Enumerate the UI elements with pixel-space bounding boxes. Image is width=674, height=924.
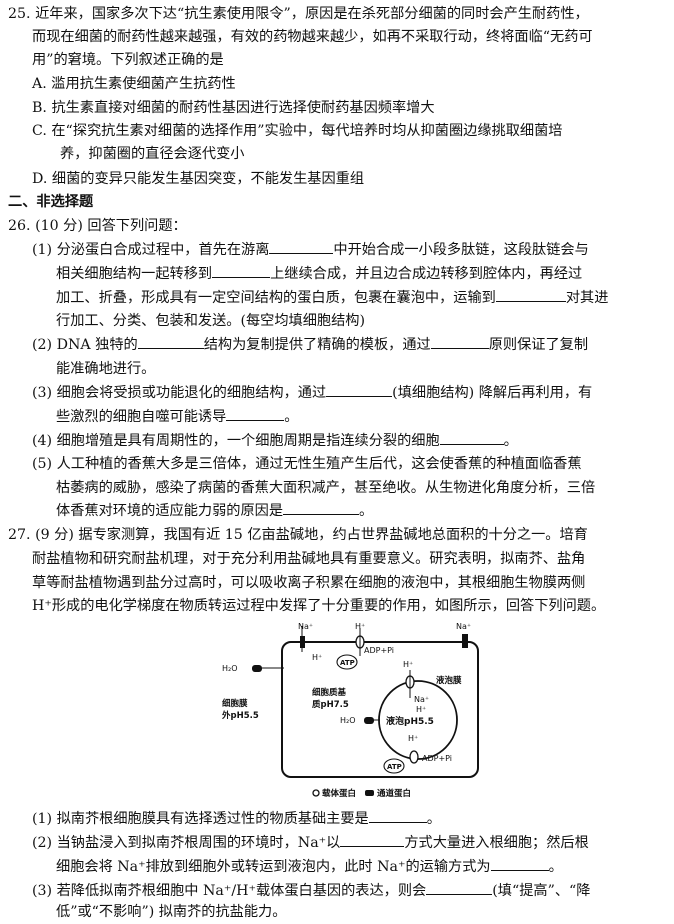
atp-icon [336,654,358,670]
answer-blank[interactable] [226,407,285,421]
channel-protein-icon [364,717,374,724]
label-na-top-right: Na⁺ [456,622,471,631]
q26-part5-line-2: 枯萎病的威胁，感染了病菌的香蕉大面积减产，甚至绝收。从生物进化角度分析，三倍 [56,480,596,496]
channel-protein-icon [252,665,262,672]
cytoplasm-label-1: 细胞质基 [312,687,347,698]
q26-part3-line-1: (3) 细胞会将受损或功能退化的细胞结构，通过(填细胞结构) 降解后再利用，有 [32,383,593,401]
q25-stem-line-3: 用”的窘境。下列叙述正确的是 [32,52,224,68]
q26-part1-line-3: 加工、折叠，形成具有一定空间结构的蛋白质，包裹在囊泡中，运输到对其进 [56,288,609,306]
vacuole-ph-label: 液泡pH5.5 [386,715,434,727]
q26-part3-line-2: 些激烈的细胞自噬可能诱导。 [56,407,299,425]
answer-blank[interactable] [490,857,549,871]
label-h-vac-bottom: H⁺ [408,734,418,743]
q27-part3-line-1: (3) 若降低拟南芥根细胞中 Na⁺/H⁺载体蛋白基因的表达，则会(填“提高”、… [32,881,591,899]
q26-head: 26. (10 分) 回答下列问题： [8,218,187,234]
answer-blank[interactable] [137,335,204,349]
label-h-inner: H⁺ [312,653,322,662]
answer-blank[interactable] [430,335,489,349]
answer-blank[interactable] [495,288,566,302]
q26-part2-line-2: 能准确地进行。 [56,361,156,377]
label-h-vac-mid: H⁺ [416,705,426,714]
channel-protein-legend-icon [365,790,374,796]
q25-stem-line-1: 25. 近年来，国家多次下达“抗生素使用限令”，原因是在杀死部分细菌的同时会产生… [8,6,589,22]
label-na-vac: Na⁺ [414,695,429,704]
cell-transport-figure: Na⁺ H⁺ ATP ADP+Pi H⁺ Na⁺ H₂O 细胞质基 质pH7.5… [221,622,479,799]
label-h-top: H⁺ [355,622,365,631]
q25-option-a: A. 滥用抗生素使细菌产生抗药性 [32,76,236,92]
answer-blank[interactable] [426,881,493,895]
q27-part2-line-1: (2) 当钠盐浸入到拟南芥根周围的环境时，Na⁺以方式大量进入根细胞；然后根 [32,833,589,851]
atp-label-top: ATP [340,659,355,667]
q26-part1-line-1: (1) 分泌蛋白合成过程中，首先在游离中开始合成一小段多肽链，这段肽链会与 [32,240,589,258]
answer-blank[interactable] [368,809,427,823]
vacuole-membrane-label: 液泡膜 [436,675,462,686]
cell-membrane-label-1: 细胞膜 [222,698,248,709]
atp-label-bottom: ATP [387,763,402,771]
legend-channel-label: 通道蛋白 [377,788,411,799]
q26-part5-line-1: (5) 人工种植的香蕉大多是三倍体，通过无性生殖产生后代，这会使香蕉的种植面临香… [32,456,582,472]
answer-blank[interactable] [439,431,504,445]
q27-stem-line-3: 草等耐盐植物遇到盐分过高时，可以吸收离子积累在细胞的液泡中，其根细胞生物膜两侧 [32,575,586,591]
legend-carrier-label: 载体蛋白 [322,788,356,799]
q25-option-c-line-2: 养，抑菌圈的直径会逐代变小 [60,146,245,162]
atp-icon [383,758,405,774]
cell-membrane-label-2: 外pH5.5 [221,710,259,721]
q25-option-c-line-1: C. 在“探究抗生素对细菌的选择作用”实验中，每代培养时均从抑菌圈边缘挑取细菌培 [32,123,563,139]
q26-part1-line-4: 行加工、分类、包装和发送。(每空均填细胞结构) [56,313,366,329]
answer-blank[interactable] [340,833,405,847]
adp-label-bottom: ADP+Pi [422,754,452,763]
q27-part3-line-2: 低”或“不影响”) 拟南芥的抗盐能力。 [56,904,287,920]
channel-protein-icon [462,634,468,648]
answer-blank[interactable] [269,240,334,254]
label-na-top-left: Na⁺ [298,622,313,631]
adp-label-top: ADP+Pi [364,646,394,655]
label-h2o-outer: H₂O [222,664,238,673]
q26-part4: (4) 细胞增殖是具有周期性的，一个细胞周期是指连续分裂的细胞。 [32,431,518,449]
q27-stem-line-1: 27. (9 分) 据专家测算，我国有近 15 亿亩盐碱地，约占世界盐碱地总面积… [8,527,588,543]
label-h2o-inner: H₂O [340,716,356,725]
cell-membrane-outline [281,641,479,778]
q25-option-d: D. 细菌的变异只能发生基因突变，不能发生基因重组 [32,171,365,187]
q26-part5-line-3: 体香蕉对环境的适应能力弱的原因是。 [56,501,374,519]
q27-part1: (1) 拟南芥根细胞膜具有选择透过性的物质基础主要是。 [32,809,441,827]
label-h-vac-top: H⁺ [403,660,413,669]
answer-blank[interactable] [212,264,271,278]
carrier-protein-icon [409,750,419,764]
q27-stem-line-2: 耐盐植物和研究耐盐机理，对于充分利用盐碱地具有重要意义。研究表明，拟南芥、盐角 [32,551,586,567]
cytoplasm-label-2: 质pH7.5 [312,699,349,710]
q26-part1-line-2: 相关细胞结构一起转移到上继续合成，并且边合成边转移到腔体内，再经过 [56,264,583,282]
q26-part2-line-1: (2) DNA 独特的结构为复制提供了精确的模板，通过原则保证了复制 [32,335,589,353]
q27-part2-line-2: 细胞会将 Na⁺排放到细胞外或转运到液泡内，此时 Na⁺的运输方式为。 [56,857,563,875]
q25-stem-line-2: 而现在细菌的耐药性越来越强，有效的药物越来越少，如再不采取行动，终将面临“无药可 [32,29,593,45]
answer-blank[interactable] [283,501,360,515]
section-heading: 二、非选择题 [8,194,94,210]
carrier-protein-legend-icon [312,789,320,797]
q27-stem-line-4: H⁺形成的电化学梯度在物质转运过程中发挥了十分重要的作用，如图所示，回答下列问题… [32,598,606,614]
q25-option-b: B. 抗生素直接对细菌的耐药性基因进行选择使耐药基因频率增大 [32,100,435,116]
answer-blank[interactable] [326,383,393,397]
